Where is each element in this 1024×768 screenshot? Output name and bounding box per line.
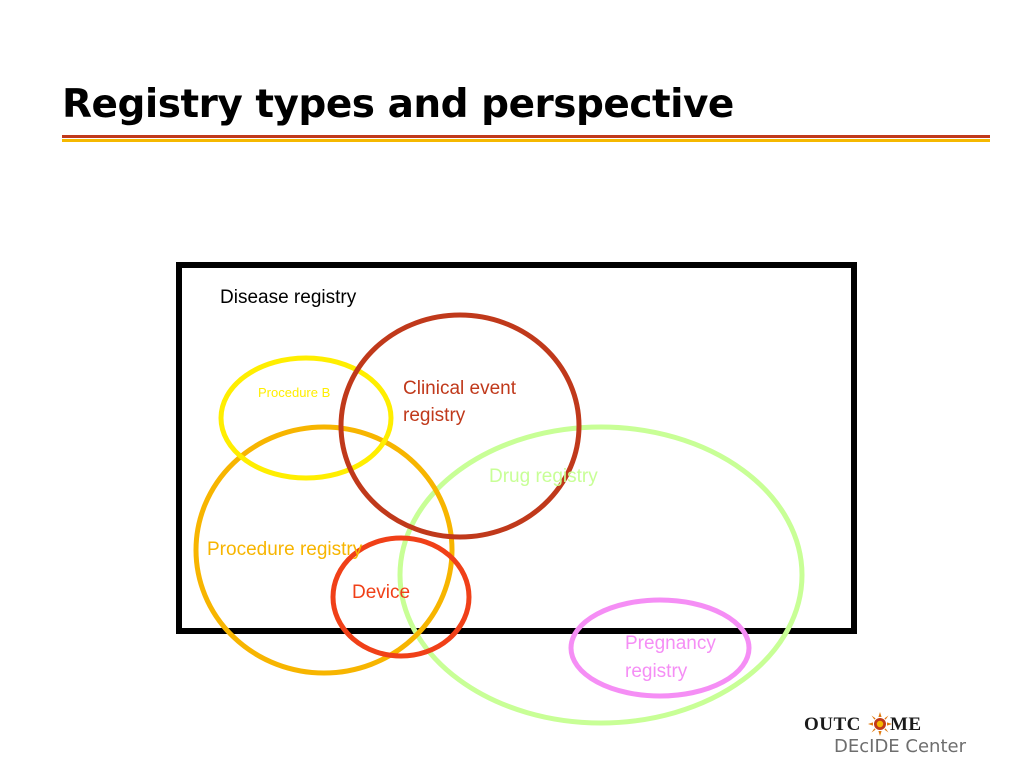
clinical-event-registry-ellipse xyxy=(338,312,582,540)
device-label: Device xyxy=(352,582,410,603)
pregnancy-registry-ellipse xyxy=(568,597,752,699)
slide-title: Registry types and perspective xyxy=(62,82,734,127)
drug-registry-ellipse xyxy=(397,424,805,726)
procedure-registry-label: Procedure registry xyxy=(207,539,363,560)
pregnancy-label-line2: registry xyxy=(625,661,688,682)
disease-registry-label: Disease registry xyxy=(220,287,357,308)
procedure-b-label: Procedure B xyxy=(258,385,330,400)
device-ellipse xyxy=(330,535,472,659)
disease-registry-box xyxy=(176,262,857,634)
clinical-event-label-line1: Clinical event xyxy=(403,378,517,399)
logo-subtitle: DEcIDE Center xyxy=(834,736,966,757)
pregnancy-label-line1: Pregnancy xyxy=(625,633,716,654)
logo-word-left: OUTC xyxy=(804,714,861,735)
title-rule-gold xyxy=(62,139,990,142)
clinical-event-label-line2: registry xyxy=(403,405,466,426)
title-rule-red xyxy=(62,135,990,138)
procedure-registry-ellipse xyxy=(193,424,455,676)
sun-icon xyxy=(868,712,892,736)
procedure-b-ellipse xyxy=(218,355,394,481)
logo-word-right: ME xyxy=(890,714,922,735)
outcome-decide-logo: OUTC ME DEcIDE Center xyxy=(800,712,980,764)
drug-registry-label: Drug registry xyxy=(489,466,598,487)
